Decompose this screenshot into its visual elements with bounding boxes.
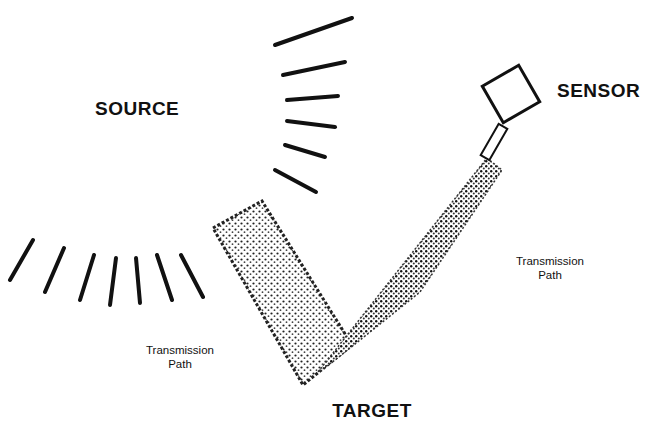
sensor-label: SENSOR (557, 80, 640, 102)
sensor-stem (481, 124, 508, 160)
sensor-box (482, 65, 539, 122)
path-label: Transmission Path (135, 343, 225, 372)
source-rays (10, 18, 352, 305)
target-label: TARGET (332, 400, 412, 422)
source-label: SOURCE (95, 98, 179, 120)
reflected-path (318, 158, 502, 372)
path-label: Transmission Path (505, 254, 595, 283)
